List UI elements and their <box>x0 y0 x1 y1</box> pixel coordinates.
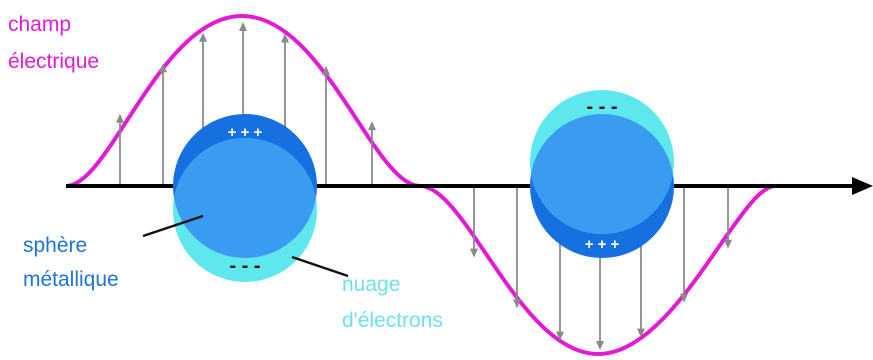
cloud-pointer-line <box>291 255 349 278</box>
sphere-label-line-2: métallique <box>23 268 119 291</box>
field-label-line-1: champ <box>8 13 71 36</box>
field-arrow-head <box>322 65 330 75</box>
sphere-2-negative-charges: - - - <box>586 96 617 118</box>
field-arrow-head <box>281 33 289 43</box>
field-arrow-head <box>637 328 645 338</box>
field-arrow-head <box>724 239 732 249</box>
field-arrow-head <box>556 331 564 341</box>
sphere-1-positive-charges: + + + <box>228 124 263 141</box>
sphere-pointer-line <box>142 214 204 238</box>
cloud-label-line-1: nuage <box>342 273 400 296</box>
field-arrow-head <box>159 63 167 73</box>
field-arrow-head <box>680 293 688 303</box>
sphere-2-positive-charges: + + + <box>585 236 620 253</box>
sphere-2-body <box>530 114 674 234</box>
field-label-line-2: électrique <box>8 50 99 73</box>
field-arrow-head <box>116 113 124 123</box>
sphere-label-line-1: sphère <box>23 234 87 257</box>
field-arrow-head <box>199 32 207 42</box>
metal-sphere-1: + + + - - - <box>173 114 317 282</box>
field-arrow-head <box>368 121 376 131</box>
field-arrow-head <box>239 22 247 32</box>
field-arrow-head <box>596 340 604 350</box>
sphere-1-body <box>173 138 317 258</box>
cloud-label-line-2: d'électrons <box>342 309 443 332</box>
field-arrow-head <box>513 299 521 309</box>
metal-sphere-2: - - - + + + <box>530 90 674 258</box>
sphere-1-negative-charges: - - - <box>229 255 260 277</box>
field-arrow-head <box>470 248 478 258</box>
